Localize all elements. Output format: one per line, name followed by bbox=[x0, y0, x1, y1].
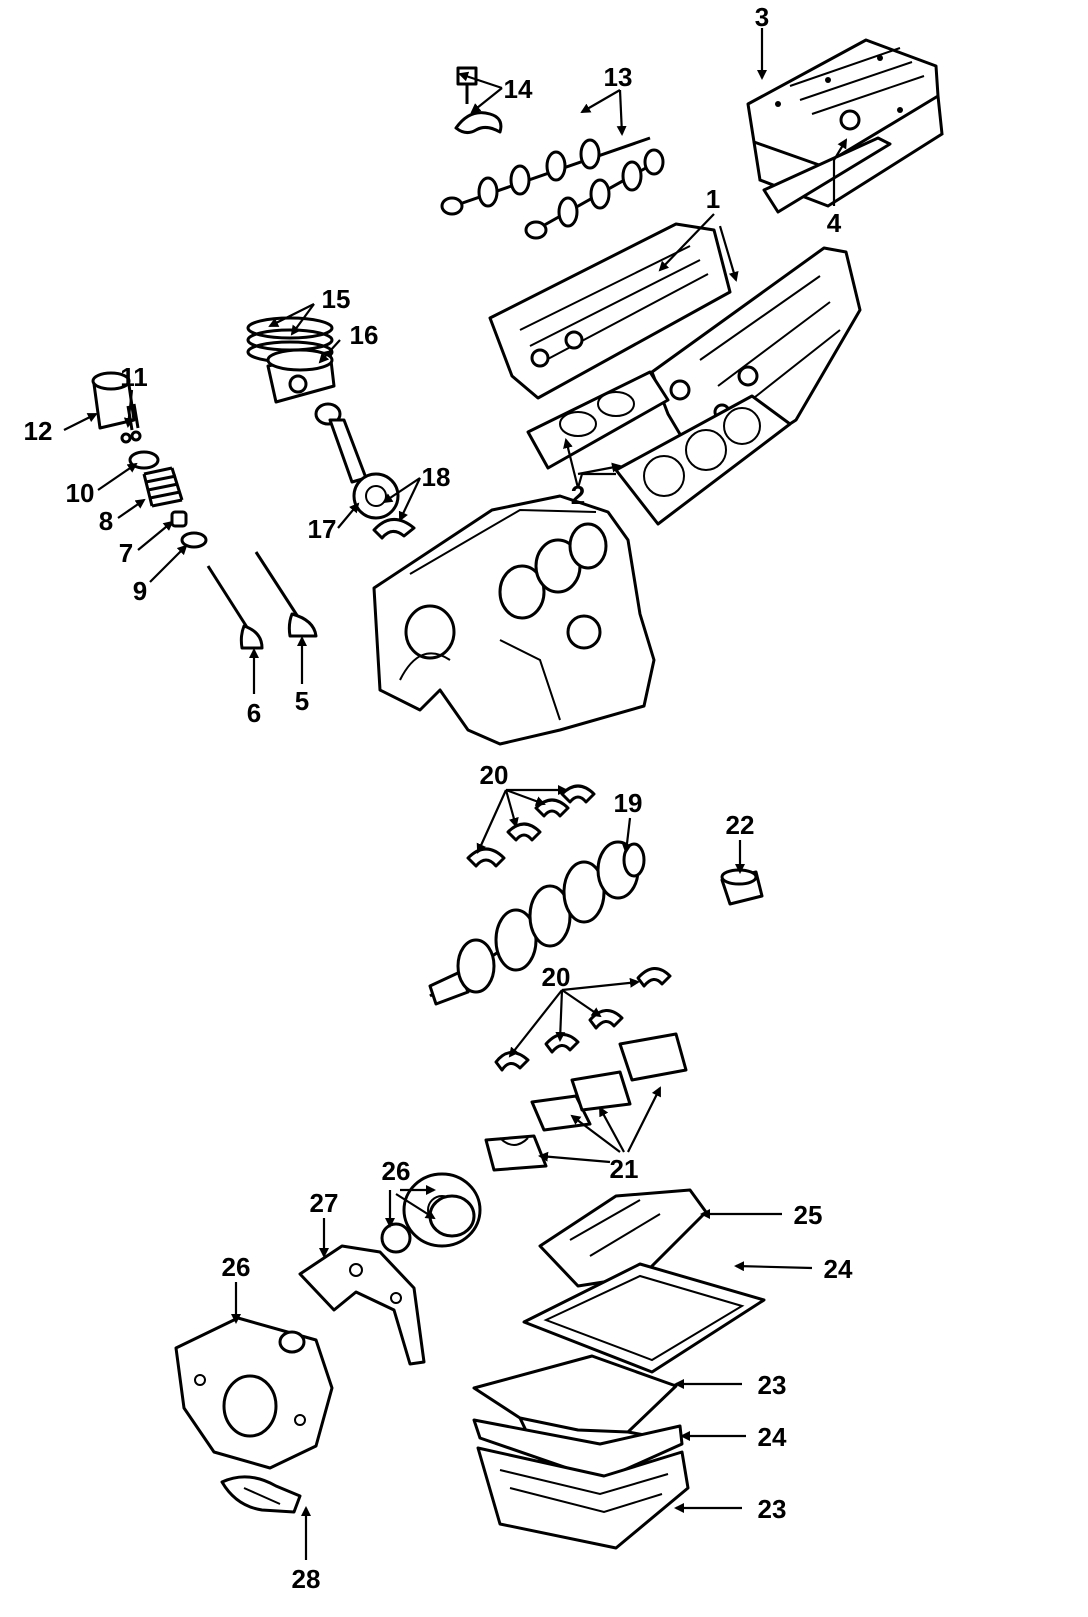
valve-lifter-part bbox=[91, 371, 136, 430]
callout-21: 21 bbox=[610, 1154, 639, 1184]
callout-17: 17 bbox=[308, 514, 337, 544]
exhaust-valve-part bbox=[254, 551, 318, 638]
oil-pump-part bbox=[174, 1316, 334, 1470]
callout-9: 9 bbox=[133, 576, 147, 606]
valve-cover-gasket-part bbox=[762, 136, 892, 214]
head-gaskets-part bbox=[526, 370, 792, 526]
callout-20-lower: 20 bbox=[542, 962, 571, 992]
oil-pan-gasket-lower-part bbox=[472, 1418, 684, 1482]
callout-3: 3 bbox=[755, 2, 769, 32]
callout-20-upper: 20 bbox=[480, 760, 509, 790]
callout-22: 22 bbox=[726, 810, 755, 840]
timing-cover-plate-part bbox=[298, 1244, 426, 1366]
callout-2: 2 bbox=[571, 480, 585, 510]
callout-7: 7 bbox=[119, 538, 133, 568]
callout-12: 12 bbox=[24, 416, 53, 446]
callout-4: 4 bbox=[827, 208, 842, 238]
callout-labels: 1 2 3 4 5 6 7 8 9 10 11 12 13 14 15 16 1… bbox=[24, 2, 853, 1594]
callout-19: 19 bbox=[614, 788, 643, 818]
camshaft-bearing-cap-part bbox=[454, 66, 503, 135]
main-bearings-upper-part bbox=[466, 784, 596, 868]
callout-16: 16 bbox=[350, 320, 379, 350]
callout-18: 18 bbox=[422, 462, 451, 492]
lower-oil-pan-part bbox=[476, 1446, 690, 1550]
connecting-rod-part bbox=[314, 402, 400, 520]
engine-block-part bbox=[372, 494, 656, 746]
crankshaft-part bbox=[428, 840, 646, 1006]
callout-13: 13 bbox=[604, 62, 633, 92]
rear-seal-flexplate-part bbox=[380, 1172, 482, 1254]
callout-1: 1 bbox=[706, 184, 720, 214]
callout-5: 5 bbox=[295, 686, 309, 716]
callout-24-lower: 24 bbox=[758, 1422, 787, 1452]
callout-26-lower: 26 bbox=[222, 1252, 251, 1282]
oil-pickup-part bbox=[220, 1475, 302, 1514]
valve-cover-part bbox=[746, 38, 944, 208]
callout-11: 11 bbox=[120, 362, 148, 392]
callout-26-upper: 26 bbox=[382, 1156, 411, 1186]
leader-lines bbox=[63, 28, 848, 1560]
oil-pan-gasket-upper-part bbox=[522, 1262, 766, 1374]
callout-8: 8 bbox=[99, 506, 113, 536]
callout-15: 15 bbox=[322, 284, 351, 314]
callout-23-lower: 23 bbox=[758, 1494, 787, 1524]
callout-25: 25 bbox=[794, 1200, 823, 1230]
camshafts-part bbox=[440, 136, 665, 240]
callout-6: 6 bbox=[247, 698, 261, 728]
rod-bearing-part bbox=[372, 518, 416, 540]
valve-spring-part bbox=[142, 466, 184, 508]
valve-seal-part bbox=[170, 510, 188, 528]
piston-part bbox=[266, 348, 336, 404]
spring-seat-part bbox=[180, 531, 208, 549]
intake-valve-part bbox=[206, 565, 264, 650]
main-bearing-caps-part bbox=[484, 1032, 688, 1172]
callout-24-upper: 24 bbox=[824, 1254, 853, 1284]
pilot-bushing-part bbox=[720, 868, 764, 906]
callout-10: 10 bbox=[66, 478, 95, 508]
callout-28: 28 bbox=[292, 1564, 321, 1594]
callout-23-upper: 23 bbox=[758, 1370, 787, 1400]
callout-27: 27 bbox=[310, 1188, 339, 1218]
callout-14: 14 bbox=[504, 74, 533, 104]
